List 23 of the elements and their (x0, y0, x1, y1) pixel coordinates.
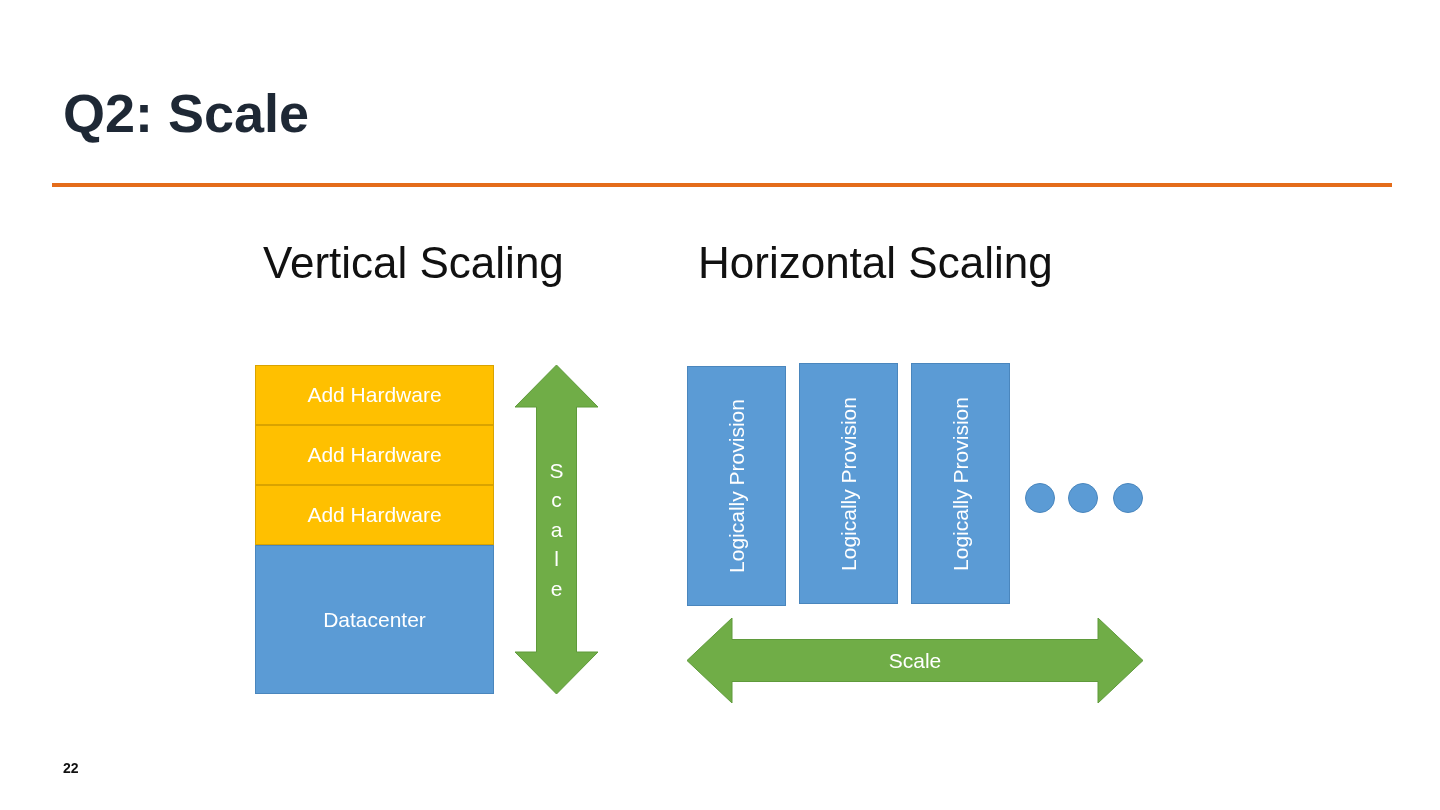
hardware-block (255, 485, 494, 545)
hardware-block (255, 425, 494, 485)
arrow-label: Scale (548, 458, 565, 602)
provision-block (911, 363, 1010, 604)
section-heading: Vertical Scaling (263, 238, 564, 288)
ellipsis-dot (1068, 483, 1098, 513)
block-label: Add Hardware (307, 443, 442, 467)
vertical-label: Logically Provision (724, 399, 749, 573)
section-heading: Horizontal Scaling (698, 238, 1053, 288)
slide-title: Q2: Scale (63, 82, 310, 144)
vertical-label: Logically Provision (948, 396, 973, 571)
block-label: Datacenter (323, 607, 426, 632)
provision-block (799, 363, 898, 604)
datacenter-block (255, 545, 494, 694)
block-label: Add Hardware (307, 503, 442, 527)
block-label: Add Hardware (307, 383, 442, 407)
hardware-block (255, 365, 494, 425)
vertical-label: Logically Provision (836, 396, 861, 571)
page-number: 22 (63, 760, 79, 776)
ellipsis-dot (1025, 483, 1055, 513)
provision-block (687, 366, 786, 606)
arrow-label: Scale (888, 648, 942, 673)
ellipsis-dot (1113, 483, 1143, 513)
